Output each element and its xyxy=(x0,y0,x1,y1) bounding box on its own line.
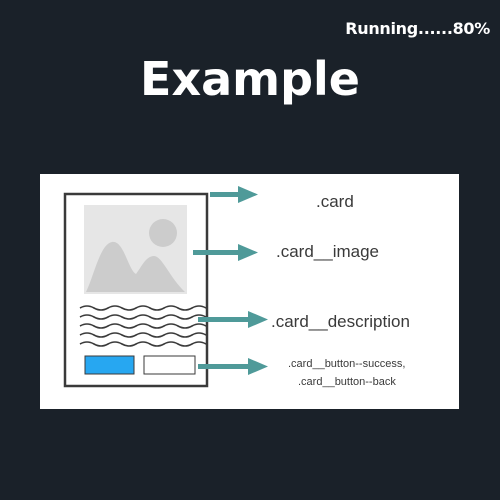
card-diagram: .card .card__image .card__description .c… xyxy=(40,174,459,409)
arrows xyxy=(193,186,268,375)
arrow-image-icon xyxy=(193,244,258,261)
label-card-description: .card__description xyxy=(271,312,410,331)
page-title: Example xyxy=(140,52,360,106)
label-card-image: .card__image xyxy=(276,242,379,261)
back-button xyxy=(143,355,196,375)
sun-icon xyxy=(149,219,177,247)
success-button xyxy=(84,355,135,375)
arrow-buttons-icon xyxy=(198,358,268,375)
arrow-description-icon xyxy=(198,311,268,328)
arrow-card-icon xyxy=(210,186,258,203)
image-placeholder xyxy=(84,205,187,294)
label-card: .card xyxy=(316,192,354,211)
status-text: Running......80% xyxy=(345,19,490,38)
description-lines xyxy=(79,305,207,347)
mountain-icon xyxy=(86,241,185,292)
label-card-button-back: .card__button--back xyxy=(298,376,396,388)
label-card-button-success: .card__button--success, xyxy=(288,358,405,370)
